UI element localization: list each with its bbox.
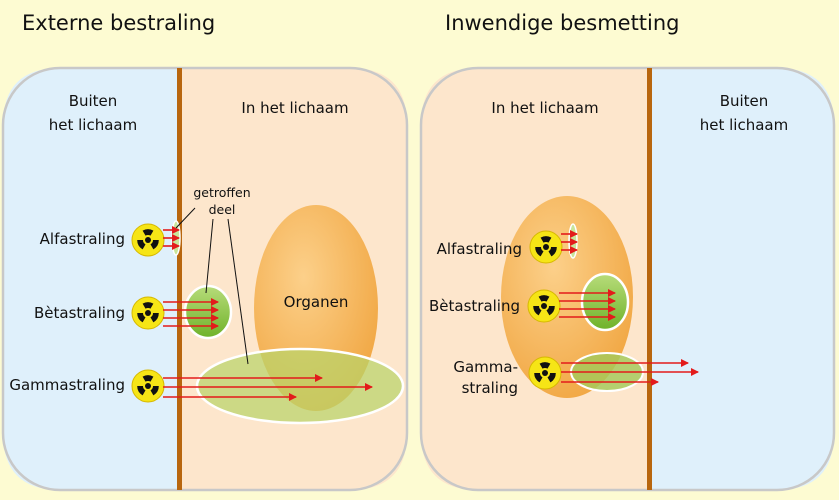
panel-external: Buiten het lichaam In het lichaam Organe…: [1, 66, 409, 492]
beta-affected-area: [183, 284, 233, 340]
inside-label: In het lichaam: [491, 99, 598, 117]
affected-label-line2: deel: [209, 202, 236, 217]
outside-label-line2: het lichaam: [700, 116, 788, 134]
callout-line-beta: [205, 218, 214, 294]
gamma-label-line1: Gamma-: [453, 358, 518, 376]
radiation-hazard-icon: [131, 296, 165, 330]
radiation-hazard-icon: [131, 223, 165, 257]
outside-label-line2: het lichaam: [49, 116, 137, 134]
panel-internal: In het lichaam Buiten het lichaam Alfast…: [419, 66, 836, 492]
organ-label: Organen: [284, 293, 349, 311]
alpha-label: Alfastraling: [40, 230, 125, 248]
alpha-label: Alfastraling: [437, 240, 522, 258]
affected-label-line1: getroffen: [193, 185, 250, 200]
outside-region: [649, 68, 834, 490]
radiation-hazard-icon: [529, 230, 563, 264]
callout-line-gamma: [227, 218, 249, 365]
panel-title-internal: Inwendige besmetting: [445, 11, 680, 35]
skin-boundary: [647, 68, 652, 490]
gamma-label-line2: straling: [462, 379, 518, 397]
radiation-hazard-icon: [528, 356, 562, 390]
alpha-affected-area: [568, 223, 578, 259]
beta-label: Bètastraling: [429, 297, 520, 315]
panel-title-external: Externe bestraling: [22, 11, 215, 35]
gamma-label: Gammastraling: [9, 376, 125, 394]
beta-label: Bètastraling: [34, 304, 125, 322]
panel-border: [419, 66, 836, 492]
gamma-affected-area: [195, 347, 405, 425]
outside-label-line1: Buiten: [69, 92, 118, 110]
radiation-hazard-icon: [527, 289, 561, 323]
skin-boundary: [177, 68, 182, 490]
beta-affected-area: [580, 272, 630, 332]
outside-label-line1: Buiten: [720, 92, 769, 110]
radiation-hazard-icon: [131, 369, 165, 403]
inside-label: In het lichaam: [241, 99, 348, 117]
panel-border: [1, 66, 409, 492]
callout-line-alpha: [175, 207, 196, 229]
